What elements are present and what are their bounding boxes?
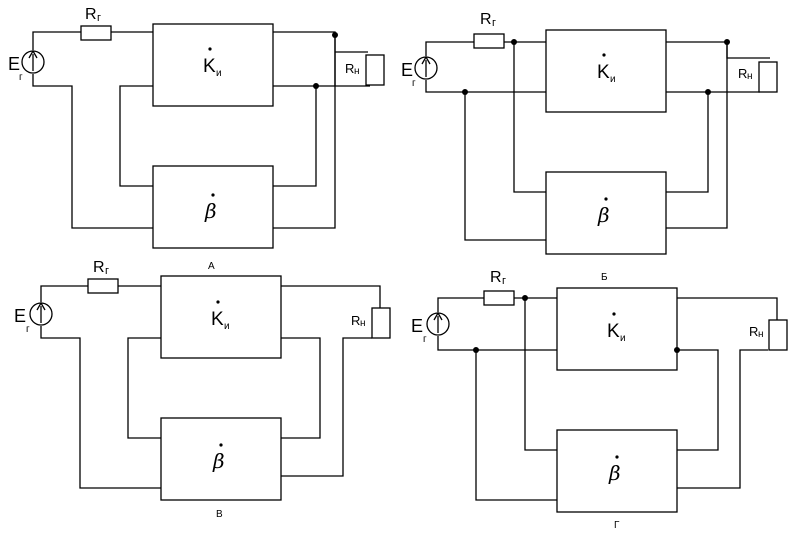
junction-dot bbox=[511, 39, 517, 45]
source-sub: г bbox=[412, 78, 416, 89]
amp-sub: и bbox=[610, 74, 616, 85]
caption-g: Г bbox=[614, 520, 620, 531]
amp-sub: и bbox=[216, 68, 222, 79]
dot-mark bbox=[211, 193, 215, 197]
junction-dot bbox=[313, 83, 319, 89]
source-sub: г bbox=[26, 324, 30, 335]
feedback-block bbox=[556, 429, 678, 513]
junction-dot bbox=[522, 295, 528, 301]
junction-dot bbox=[674, 347, 680, 353]
resistor-sub: г bbox=[105, 265, 109, 277]
load-sub: н bbox=[747, 71, 753, 82]
source-label: E bbox=[14, 306, 26, 326]
amplifier-block bbox=[160, 275, 282, 359]
diagram-b: E г R г R н K и β Б bbox=[401, 11, 778, 283]
beta-label: β bbox=[204, 199, 217, 223]
dot-mark bbox=[612, 312, 616, 316]
resistor-label: R bbox=[490, 269, 502, 286]
resistor-label: R bbox=[480, 11, 492, 28]
dot-mark bbox=[615, 455, 619, 459]
amplifier-block bbox=[556, 287, 678, 371]
beta-label: β bbox=[608, 461, 621, 485]
source-label: E bbox=[401, 60, 413, 80]
diagram-v: E г R г R н K и β В bbox=[14, 259, 391, 520]
dot-mark bbox=[219, 443, 223, 447]
load-resistor bbox=[365, 54, 385, 86]
amplifier-block bbox=[152, 23, 274, 107]
dot-mark bbox=[216, 300, 220, 304]
feedback-block bbox=[545, 171, 667, 255]
resistor-rg bbox=[80, 25, 112, 41]
resistor-label: R bbox=[93, 259, 105, 276]
amp-label: K bbox=[203, 56, 216, 77]
junction-dot bbox=[724, 39, 730, 45]
load-label: R bbox=[749, 324, 758, 339]
resistor-rg bbox=[473, 33, 505, 49]
dot-mark bbox=[604, 197, 608, 201]
feedback-block bbox=[152, 165, 274, 249]
load-sub: н bbox=[360, 318, 366, 329]
load-label: R bbox=[738, 66, 747, 81]
resistor-sub: г bbox=[97, 12, 101, 24]
resistor-rg bbox=[87, 278, 119, 294]
source-sub: г bbox=[423, 334, 427, 345]
caption-b: Б bbox=[601, 272, 608, 283]
dot-mark bbox=[602, 53, 606, 57]
load-resistor bbox=[768, 319, 788, 351]
resistor-rg bbox=[483, 290, 515, 306]
load-resistor bbox=[758, 61, 778, 93]
beta-label: β bbox=[597, 203, 610, 227]
amp-label: K bbox=[597, 62, 610, 83]
resistor-label: R bbox=[85, 6, 97, 23]
diagram-g: E г R г R н K и β Г bbox=[411, 269, 788, 531]
amp-sub: и bbox=[620, 333, 626, 344]
dot-mark bbox=[208, 47, 212, 51]
source-label: E bbox=[8, 54, 20, 74]
source-arrow-icon bbox=[421, 55, 431, 77]
load-resistor bbox=[371, 307, 391, 339]
source-arrow-icon bbox=[36, 301, 46, 323]
junction-dot bbox=[462, 89, 468, 95]
load-label: R bbox=[351, 313, 360, 328]
resistor-sub: г bbox=[492, 17, 496, 29]
diagram-a: E г R г R н K и β А bbox=[8, 6, 385, 272]
junction-dot bbox=[705, 89, 711, 95]
source-label: E bbox=[411, 316, 423, 336]
amp-sub: и bbox=[224, 321, 230, 332]
caption-a: А bbox=[208, 261, 215, 272]
junction-dot bbox=[473, 347, 479, 353]
caption-v: В bbox=[216, 509, 223, 520]
resistor-sub: г bbox=[502, 275, 506, 287]
source-arrow-icon bbox=[28, 49, 38, 71]
load-sub: н bbox=[354, 66, 360, 77]
amp-label: K bbox=[607, 321, 620, 342]
amplifier-block bbox=[545, 29, 667, 113]
load-sub: н bbox=[758, 329, 764, 340]
feedback-block bbox=[160, 417, 282, 501]
junction-dot bbox=[332, 32, 338, 38]
beta-label: β bbox=[212, 449, 225, 473]
source-arrow-icon bbox=[433, 311, 443, 333]
amp-label: K bbox=[211, 309, 224, 330]
source-sub: г bbox=[19, 72, 23, 83]
load-label: R bbox=[345, 61, 354, 76]
